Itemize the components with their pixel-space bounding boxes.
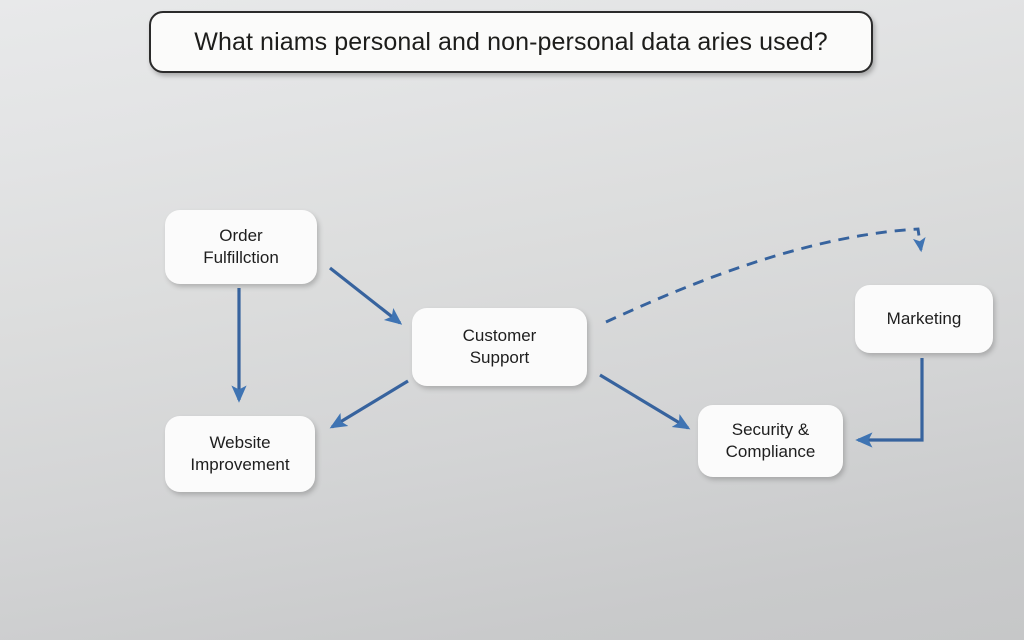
title-banner: What niams personal and non-personal dat… (149, 11, 873, 73)
node-order-line1: Order (219, 225, 263, 245)
node-website-line2: Improvement (190, 455, 290, 474)
edge-marketing-to-security (855, 358, 924, 448)
node-support-line2: Support (469, 348, 530, 367)
node-security-compliance-label: Security & Compliance (720, 419, 822, 464)
node-support-line1: Customer (462, 325, 537, 345)
edge-order-to-support (329, 266, 403, 325)
node-website-line1: Website (209, 432, 271, 452)
node-marketing-label: Marketing (886, 308, 962, 328)
node-security-line2: Compliance (725, 442, 816, 461)
node-security-line1: Security & (731, 419, 810, 439)
node-order-line2: Fulfillction (203, 248, 279, 267)
edge-support-to-marketing (605, 227, 926, 324)
page-title: What niams personal and non-personal dat… (194, 27, 828, 56)
node-security-compliance[interactable]: Security & Compliance (698, 405, 843, 477)
node-marketing[interactable]: Marketing (855, 285, 993, 353)
edge-support-to-website (329, 379, 409, 429)
edge-support-to-security (599, 373, 691, 430)
